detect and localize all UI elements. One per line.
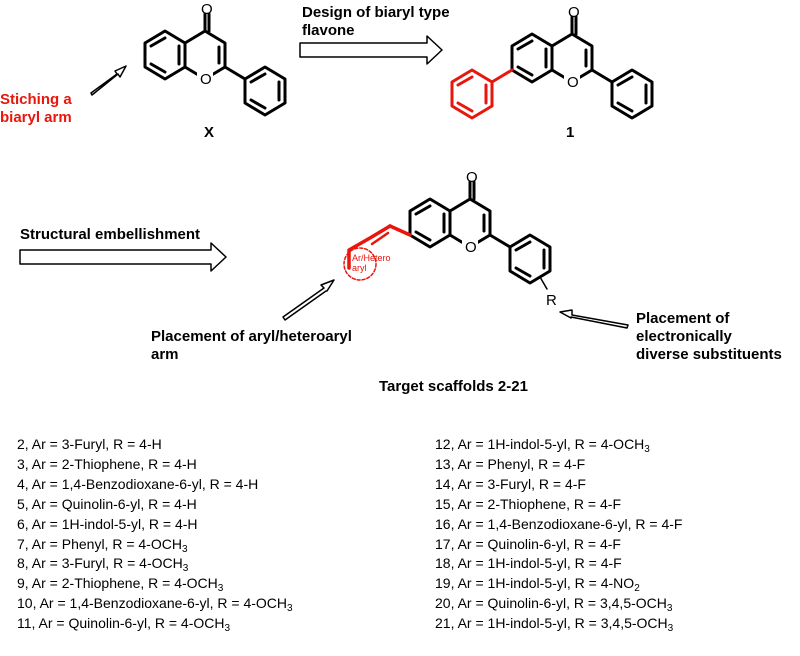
compound-1-structure (450, 15, 654, 120)
structural-embellishment-label: Structural embellishment (20, 226, 201, 243)
x-ring-oxygen: O (200, 71, 212, 88)
compound-1-label: 1 (566, 124, 575, 141)
ar-heteroaryl-label-2: aryl (352, 263, 367, 273)
ar-heteroaryl-ring (343, 247, 377, 281)
design-label: Design of biaryl type flavone (302, 4, 450, 39)
compound-entry: 13, Ar = Phenyl, R = 4-F (435, 455, 586, 472)
compound-entry: 19, Ar = 1H-indol-5-yl, R = 4-NO2 (435, 575, 640, 595)
c1-phenyl-ring (610, 68, 654, 120)
compound-entry: 5, Ar = Quinolin-6-yl, R = 4-H (17, 495, 197, 512)
c1-ring-oxygen: O (567, 74, 579, 91)
target-scaffold-structure (343, 180, 552, 290)
compound-entry: 15, Ar = 2-Thiophene, R = 4-F (435, 495, 621, 512)
arrow-placement-electronic (559, 309, 629, 329)
compound-entry: 18, Ar = 1H-indol-5-yl, R = 4-F (435, 555, 622, 572)
t-ring-oxygen: O (465, 239, 477, 256)
compound-entry: 16, Ar = 1,4-Benzodioxane-6-yl, R = 4-F (435, 515, 683, 532)
compound-entry: 4, Ar = 1,4-Benzodioxane-6-yl, R = 4-H (17, 475, 259, 492)
t-carbonyl-oxygen: O (466, 169, 478, 186)
arrow-design (299, 35, 443, 65)
flavone-x-structure (143, 12, 287, 117)
c1-carbonyl-oxygen: O (568, 4, 580, 21)
arrow-structural (19, 242, 227, 272)
compound-entry: 8, Ar = 3-Furyl, R = 4-OCH3 (17, 555, 189, 575)
c1-red-phenyl-ring (450, 68, 494, 120)
x-carbonyl-oxygen: O (201, 1, 213, 18)
stitching-label: Stiching a biaryl arm (0, 91, 72, 126)
target-scaffolds-label: Target scaffolds 2-21 (379, 378, 528, 395)
compound-entry: 12, Ar = 1H-indol-5-yl, R = 4-OCH3 (435, 436, 650, 455)
x-phenyl-ring (243, 65, 287, 117)
compound-entry: 20, Ar = Quinolin-6-yl, R = 3,4,5-OCH3 (435, 595, 673, 615)
compound-entry: 21, Ar = 1H-indol-5-yl, R = 3,4,5-OCH3 (435, 615, 674, 635)
placement-electronic-label: Placement of electronically diverse subs… (636, 310, 782, 363)
r-substituent-bond (539, 276, 548, 290)
compound-entry: 14, Ar = 3-Furyl, R = 4-F (435, 475, 586, 492)
t-phenyl-ring (508, 233, 552, 285)
compound-entry: 11, Ar = Quinolin-6-yl, R = 4-OCH3 (17, 615, 231, 635)
r-substituent-label: R (546, 292, 557, 309)
arrow-stitching (90, 65, 127, 96)
compound-entry: 2, Ar = 3-Furyl, R = 4-H (17, 436, 162, 452)
compound-entry: 17, Ar = Quinolin-6-yl, R = 4-F (435, 535, 621, 552)
arrow-placement-aryl (282, 279, 335, 321)
compound-entry: 10, Ar = 1,4-Benzodioxane-6-yl, R = 4-OC… (17, 595, 293, 615)
compound-entry: 6, Ar = 1H-indol-5-yl, R = 4-H (17, 515, 198, 532)
compound-entry: 9, Ar = 2-Thiophene, R = 4-OCH3 (17, 575, 224, 595)
vinyl-linker (388, 224, 412, 237)
compound-entry: 3, Ar = 2-Thiophene, R = 4-H (17, 455, 197, 472)
placement-aryl-label: Placement of aryl/heteroaryl arm (151, 328, 352, 363)
compound-x-label: X (204, 124, 215, 141)
compound-entry: 7, Ar = Phenyl, R = 4-OCH3 (17, 535, 188, 555)
ar-heteroaryl-label-1: Ar/Hetero (352, 253, 391, 263)
